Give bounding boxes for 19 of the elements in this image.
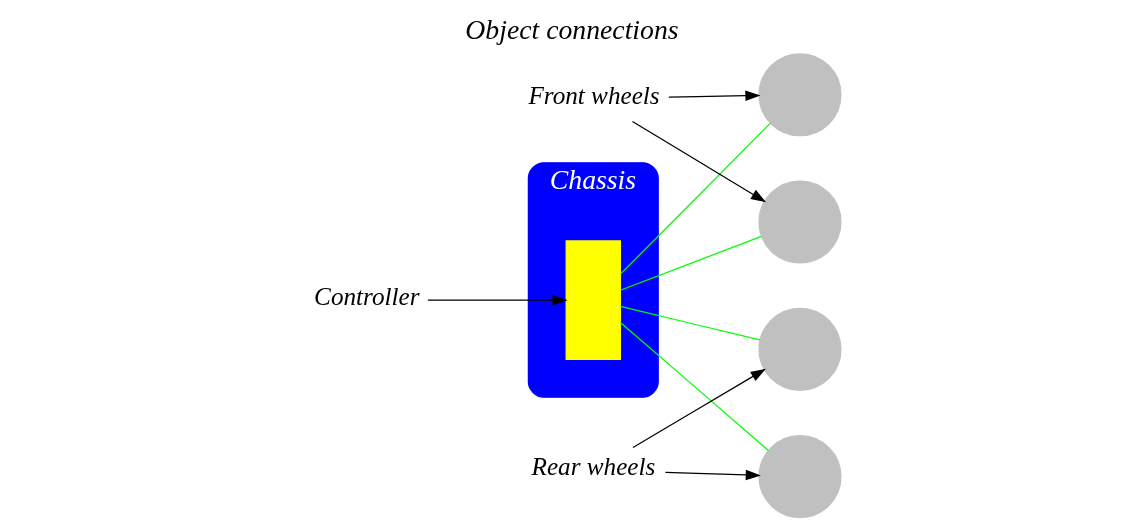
- node-circle: [757, 307, 842, 391]
- connector: [619, 321, 769, 452]
- node-circle: [757, 180, 842, 264]
- node-circle: [757, 53, 842, 137]
- arrow: [664, 469, 761, 481]
- arrow: [426, 294, 568, 306]
- cluster: Chassis: [527, 162, 659, 398]
- connector: [619, 235, 762, 291]
- node-box: [565, 240, 621, 361]
- connector: [619, 305, 760, 341]
- arrow: [631, 120, 766, 203]
- node-text: Controller: [313, 283, 420, 311]
- arrow: [631, 368, 766, 449]
- arrow: [667, 90, 761, 101]
- node-text: Rear wheels: [531, 453, 655, 481]
- diagram-title: Object connections: [464, 14, 679, 46]
- connector: [619, 122, 771, 275]
- node-text: Front wheels: [527, 81, 660, 109]
- node-circle: [757, 435, 842, 519]
